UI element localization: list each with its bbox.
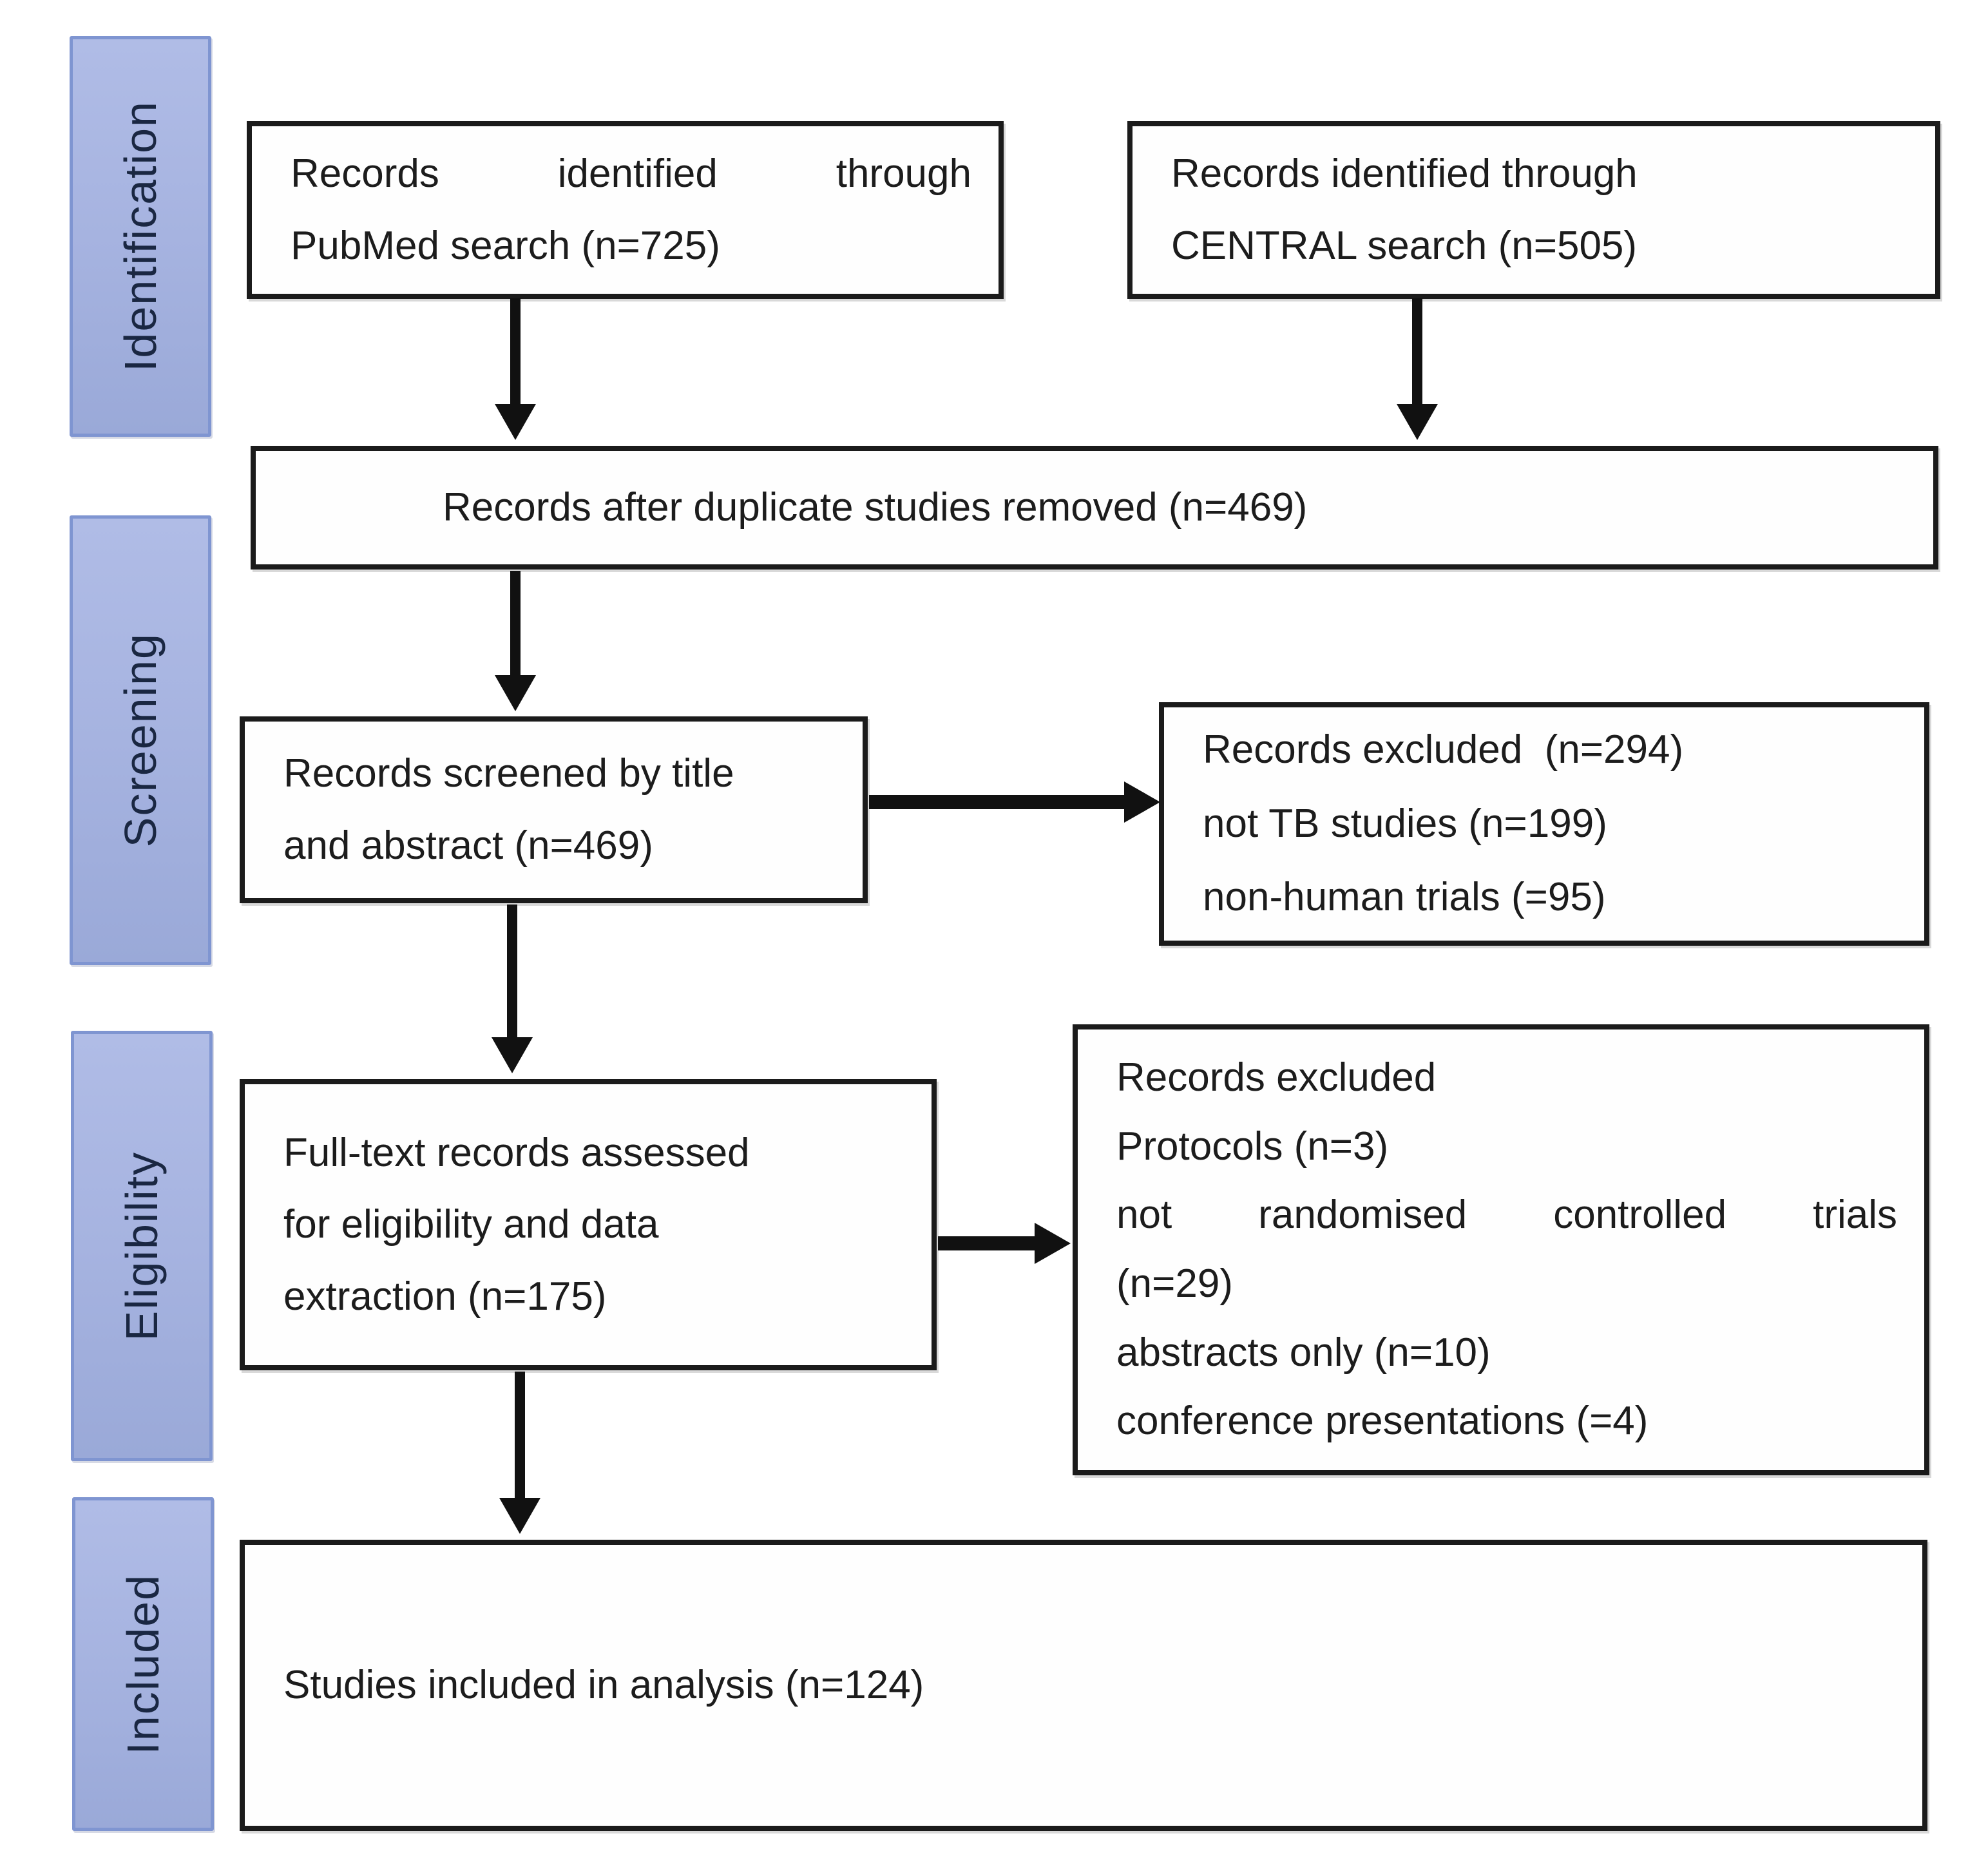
box-text-line: abstracts only (n=10) xyxy=(1116,1330,1491,1375)
box-text-line: Records excluded xyxy=(1116,1055,1437,1100)
arrowhead-down-icon xyxy=(499,1498,540,1534)
arrow-dedup-to-screened xyxy=(510,571,521,676)
stage-included-label: Included xyxy=(118,1573,168,1755)
arrowhead-down-icon xyxy=(1397,404,1438,440)
box-text-line: Records identified through xyxy=(1171,151,1638,196)
stage-screening-label: Screening xyxy=(115,633,166,848)
box-text-line: Protocols (n=3) xyxy=(1116,1124,1389,1169)
box-text-line: and abstract (n=469) xyxy=(283,823,653,868)
box-studies-included: Studies included in analysis (n=124) xyxy=(240,1540,1927,1831)
box-text-line: Records screened by title xyxy=(283,751,734,796)
box-text-line: Records excluded (n=294) xyxy=(1203,727,1684,772)
box-records-after-duplicates-removed: Records after duplicate studies removed … xyxy=(251,446,1938,570)
box-text-line: (n=29) xyxy=(1116,1261,1233,1306)
box-records-screened: Records screened by title and abstract (… xyxy=(240,716,868,903)
box-text-line: PubMed search (n=725) xyxy=(291,224,720,268)
box-text-line: Records after duplicate studies removed … xyxy=(443,485,1308,530)
box-text-line: Studies included in analysis (n=124) xyxy=(283,1663,924,1708)
box-text-line: conference presentations (=4) xyxy=(1116,1399,1649,1444)
arrow-screened-to-excluded xyxy=(869,795,1125,809)
stage-screening: Screening xyxy=(70,515,211,965)
stage-included: Included xyxy=(72,1497,214,1831)
box-records-identified-central: Records identified through CENTRAL searc… xyxy=(1127,121,1940,299)
box-text-line: not TB studies (n=199) xyxy=(1203,801,1607,846)
box-records-excluded-screening: Records excluded (n=294) not TB studies … xyxy=(1159,702,1929,946)
arrow-pubmed-to-dedup xyxy=(510,298,521,405)
stage-eligibility: Eligibility xyxy=(71,1031,213,1461)
arrow-fulltext-to-included xyxy=(515,1372,525,1499)
stage-identification-label: Identification xyxy=(115,101,166,372)
box-text-line: for eligibility and data xyxy=(283,1202,659,1247)
box-text-line: extraction (n=175) xyxy=(283,1274,607,1319)
box-text-line: Full-text records assessed xyxy=(283,1130,750,1175)
arrowhead-right-icon xyxy=(1035,1223,1071,1264)
arrow-central-to-dedup xyxy=(1412,298,1422,405)
arrowhead-down-icon xyxy=(495,404,536,440)
box-text-line: CENTRAL search (n=505) xyxy=(1171,224,1638,268)
box-fulltext-assessed: Full-text records assessed for eligibili… xyxy=(240,1079,937,1370)
arrow-screened-to-fulltext xyxy=(507,905,517,1039)
stage-identification: Identification xyxy=(70,36,211,437)
box-records-excluded-eligibility: Records excluded Protocols (n=3) not ran… xyxy=(1073,1024,1929,1475)
arrowhead-right-icon xyxy=(1124,781,1160,823)
box-text-line: not randomised controlled trials xyxy=(1116,1192,1897,1238)
stage-eligibility-label: Eligibility xyxy=(117,1151,167,1341)
arrow-fulltext-to-excluded xyxy=(938,1236,1036,1250)
arrowhead-down-icon xyxy=(492,1037,533,1073)
box-records-identified-pubmed: Records identified through PubMed search… xyxy=(247,121,1004,299)
arrowhead-down-icon xyxy=(495,675,536,711)
box-text-line: non-human trials (=95) xyxy=(1203,875,1606,920)
box-text-line: Records identified through xyxy=(291,151,971,196)
